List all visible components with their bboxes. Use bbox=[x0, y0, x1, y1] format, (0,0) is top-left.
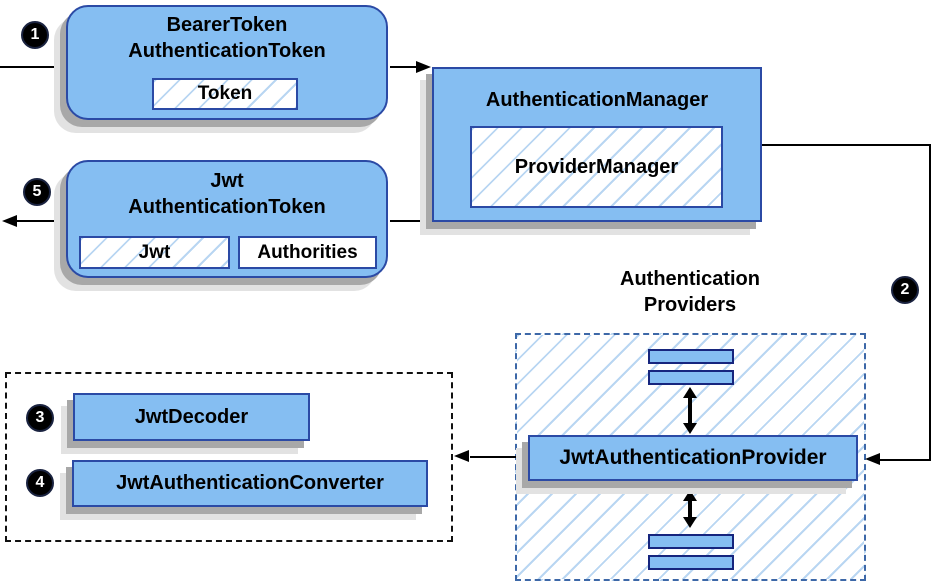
provider-manager-field: ProviderManager bbox=[470, 126, 723, 208]
step-3-badge: 3 bbox=[26, 404, 54, 432]
authentication-manager-title: AuthenticationManager bbox=[485, 89, 709, 111]
authorities-field-label: Authorities bbox=[257, 241, 358, 263]
authentication-providers-label-line2: Providers bbox=[643, 294, 737, 316]
jwt-authentication-provider-node: JwtAuthenticationProvider bbox=[528, 435, 858, 481]
jwt-authentication-provider-label: JwtAuthenticationProvider bbox=[559, 446, 827, 469]
double-arrow-top-line bbox=[688, 396, 692, 427]
double-arrow-bottom-line bbox=[688, 499, 692, 519]
authentication-providers-label: Authentication Providers bbox=[560, 266, 820, 318]
provider-stack-bar bbox=[648, 370, 734, 385]
provider-stack-bar bbox=[648, 349, 734, 364]
arrow-provider-to-decoder-head-icon bbox=[454, 450, 469, 462]
bearer-token-authentication-token-node: BearerToken AuthenticationToken Token bbox=[66, 5, 388, 120]
double-arrow-bottom-icon bbox=[683, 490, 697, 501]
authentication-providers-label-line1: Authentication bbox=[620, 268, 760, 290]
jwt-authentication-token-node: Jwt AuthenticationToken Jwt Authorities bbox=[66, 160, 388, 278]
jwt-decoder-node: JwtDecoder bbox=[73, 393, 310, 441]
bearer-token-node-title: BearerToken AuthenticationToken bbox=[68, 12, 386, 64]
step-5-badge-number: 5 bbox=[32, 183, 42, 200]
step-1-badge: 1 bbox=[21, 21, 49, 49]
jwt-authentication-converter-node: JwtAuthenticationConverter bbox=[72, 460, 428, 507]
double-arrow-bottom-icon bbox=[683, 517, 697, 528]
jwt-token-title-line1: Jwt bbox=[210, 170, 244, 192]
jwt-token-title-line2: AuthenticationToken bbox=[128, 196, 326, 218]
jwt-authentication-converter-label: JwtAuthenticationConverter bbox=[116, 472, 384, 494]
bearer-token-title-line2: AuthenticationToken bbox=[128, 40, 326, 62]
provider-stack-bar bbox=[648, 534, 734, 549]
double-arrow-top-icon bbox=[683, 423, 697, 434]
step-2-badge-number: 2 bbox=[900, 281, 910, 298]
step-2-badge: 2 bbox=[891, 276, 919, 304]
token-field-label: Token bbox=[197, 83, 253, 104]
arrow-bearer-to-manager-head-icon bbox=[416, 61, 431, 73]
jwt-field-label: Jwt bbox=[138, 241, 171, 263]
step-4-badge: 4 bbox=[26, 469, 54, 497]
jwt-field: Jwt bbox=[79, 236, 230, 269]
provider-stack-bar bbox=[648, 555, 734, 570]
authorities-field: Authorities bbox=[238, 236, 377, 269]
step-3-badge-number: 3 bbox=[35, 409, 45, 426]
line-manager-to-provider-horizontal bbox=[760, 144, 931, 146]
step-5-badge: 5 bbox=[23, 178, 51, 206]
step-4-badge-number: 4 bbox=[35, 474, 45, 491]
arrow-response-out-line bbox=[16, 220, 66, 222]
arrow-bearer-to-manager-line bbox=[390, 66, 418, 68]
token-field: Token bbox=[152, 78, 298, 110]
arrow-provider-to-decoder-line bbox=[470, 456, 528, 458]
line-manager-to-provider-vertical bbox=[929, 144, 931, 461]
arrow-into-provider-head-icon bbox=[865, 453, 880, 465]
arrow-request-in-line bbox=[0, 66, 66, 68]
line-manager-to-jwt-token bbox=[390, 220, 433, 222]
arrow-into-provider-line bbox=[880, 459, 931, 461]
step-1-badge-number: 1 bbox=[30, 26, 40, 43]
arrow-response-out-head-icon bbox=[2, 215, 17, 227]
jwt-decoder-label: JwtDecoder bbox=[134, 405, 249, 428]
jwt-token-node-title: Jwt AuthenticationToken bbox=[68, 168, 386, 220]
authentication-manager-node: AuthenticationManager ProviderManager bbox=[432, 67, 762, 222]
provider-manager-field-label: ProviderManager bbox=[514, 155, 679, 178]
bearer-token-title-line1: BearerToken bbox=[166, 14, 288, 36]
double-arrow-top-icon bbox=[683, 387, 697, 398]
